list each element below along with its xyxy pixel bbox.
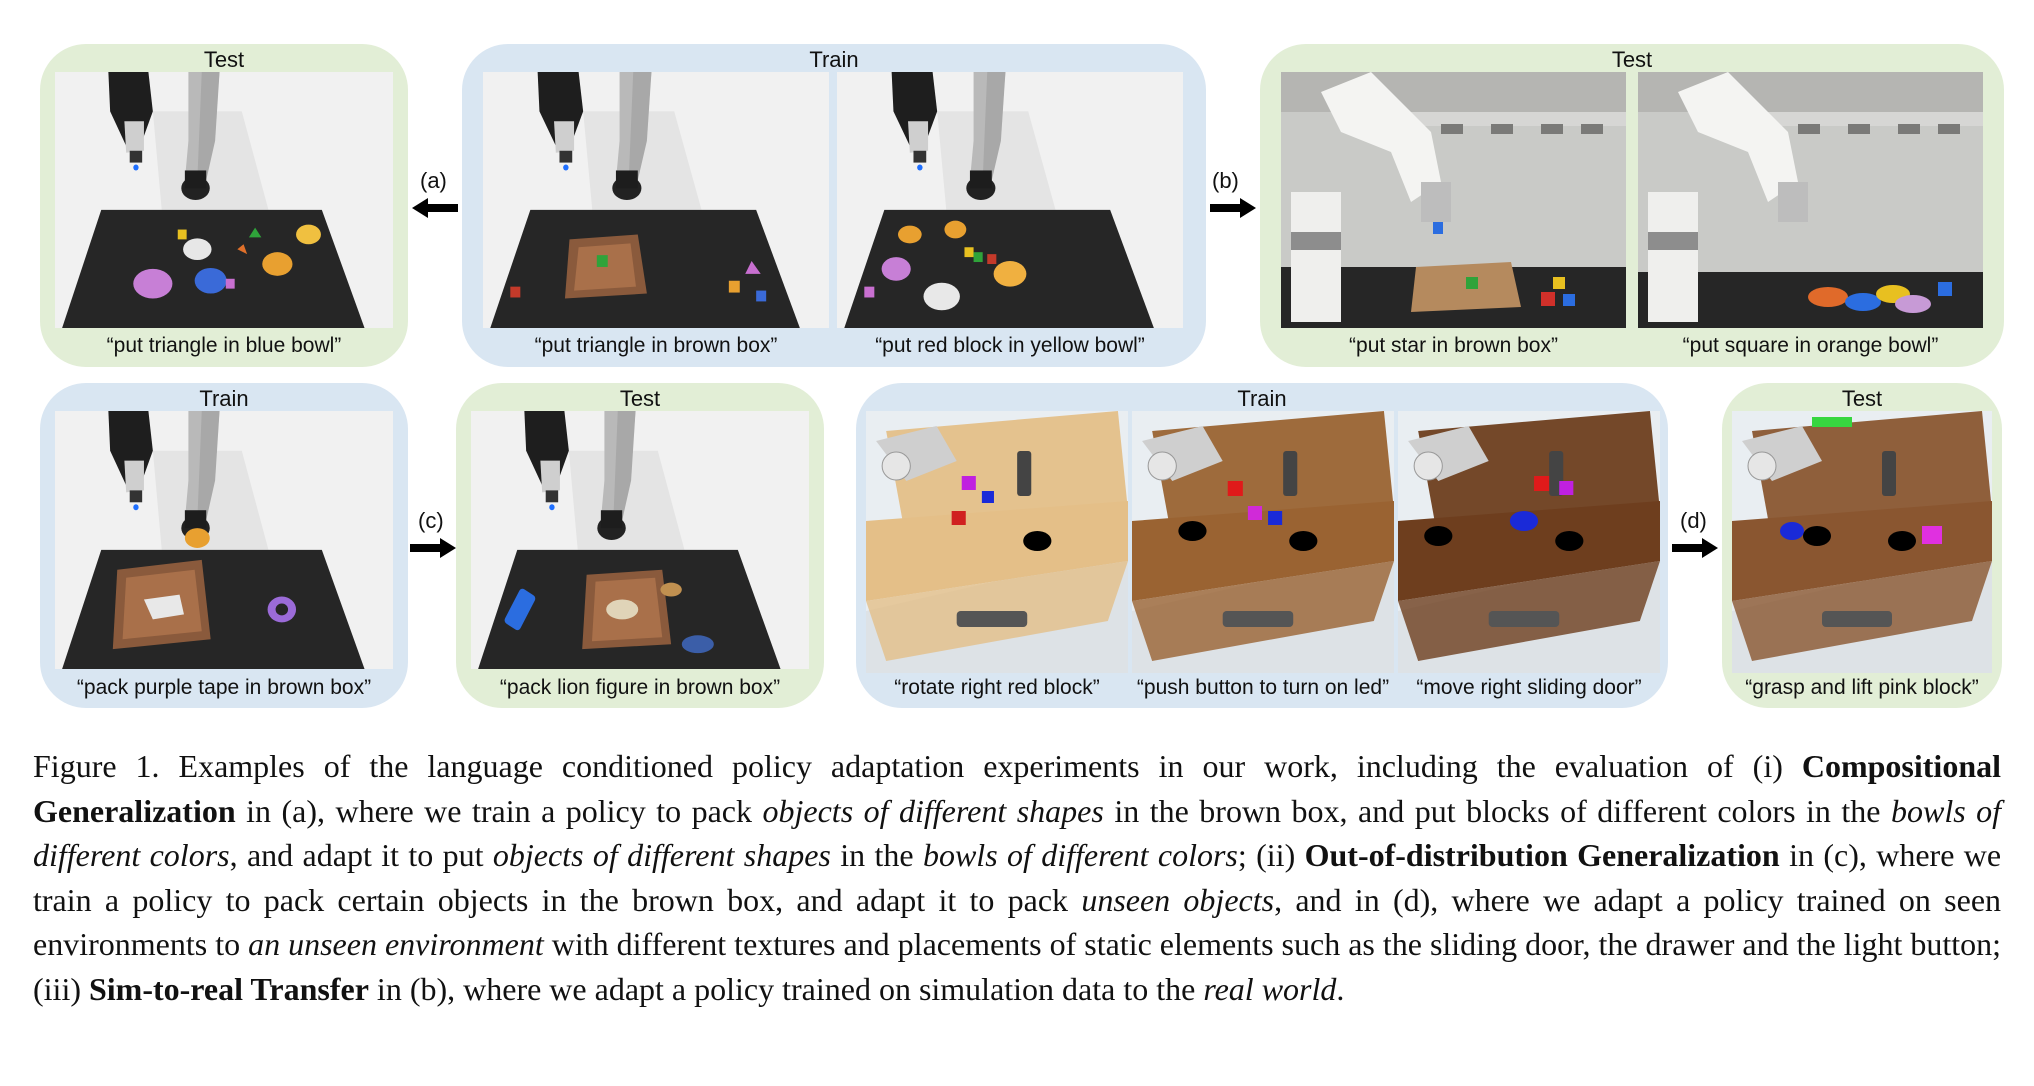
panel-title: Train <box>809 47 859 72</box>
caption-italic: objects of different shapes <box>492 837 831 873</box>
caption-italic: objects of different shapes <box>762 792 1104 829</box>
caption-text: in the brown box, and put blocks of diff… <box>1103 792 1891 829</box>
caption-italic: bowls of different colors <box>33 792 2002 874</box>
right-arrow-icon <box>410 538 456 558</box>
panel-caption: “pack purple tape in brown box” <box>76 676 372 699</box>
panel-d-train: Train “rotate right red block” “push but… <box>856 383 1668 708</box>
caption-bold: Sim-to-real Transfer <box>88 970 369 1007</box>
arrow-label-a: (a) <box>420 168 447 193</box>
right-arrow-icon <box>1210 198 1256 218</box>
right-arrow-icon <box>1672 538 1718 558</box>
sim-scene-image <box>866 411 1128 673</box>
caption-text: in (c), where we train a policy to pack … <box>33 837 2002 918</box>
sim-scene-image <box>1132 411 1394 673</box>
panel-c-test: Test “pack lion figure in brown box” <box>456 383 824 708</box>
sim-scene-image <box>483 72 829 328</box>
caption-text: in the <box>830 837 923 873</box>
panel-title: Test <box>1611 47 1653 72</box>
figure-caption: Figure 1. Examples of the language condi… <box>33 744 2001 1011</box>
caption-italic: real world <box>1203 970 1337 1007</box>
caption-italic: an unseen environment <box>248 926 544 962</box>
caption-italic: unseen objects <box>1081 881 1275 918</box>
real-world-photo <box>1281 72 1626 328</box>
caption-text: in (a), where we train a policy to pack <box>235 792 763 829</box>
panel-d-test: Test “grasp and lift pink block” <box>1722 383 2002 708</box>
caption-text: in (b), where we adapt a policy trained … <box>368 970 1204 1007</box>
panel-caption: “put triangle in blue bowl” <box>106 334 342 357</box>
sim-scene-image <box>55 72 393 328</box>
panel-caption: “put star in brown box” <box>1349 334 1558 357</box>
panel-caption: “put red block in yellow bowl” <box>875 334 1145 357</box>
caption-text: , and adapt it to put <box>229 837 493 873</box>
panel-caption: “put square in orange bowl” <box>1682 334 1939 357</box>
caption-bold: Out-of-distribution Generalization <box>1304 837 1780 873</box>
panel-c-train: Train “pack purple tape in brown box” <box>40 383 408 708</box>
panel-title: Test <box>619 386 661 411</box>
panel-caption: “rotate right red block” <box>894 676 1100 699</box>
caption-text: ; (ii) <box>1237 837 1305 873</box>
arrow-label-c: (c) <box>418 508 444 533</box>
panel-ab-train: Train “put triangle in brown box” “put <box>462 44 1206 367</box>
panel-title: Test <box>1841 386 1883 411</box>
panel-caption: “move right sliding door” <box>1416 676 1642 699</box>
arrow-label-d: (d) <box>1680 508 1707 533</box>
panel-b-test: Test <box>1260 44 2004 367</box>
sim-scene-image <box>837 72 1183 328</box>
panel-title: Test <box>203 47 245 72</box>
panel-title: Train <box>199 386 249 411</box>
caption-text: , and in (d), where we adapt a policy tr… <box>33 881 2002 963</box>
panel-caption: “push button to turn on led” <box>1136 676 1390 699</box>
caption-text: . <box>1336 970 1345 1007</box>
panel-a-test: Test “put triangle in blue bowl” <box>40 44 408 367</box>
caption-bold: Compositional Generalization <box>33 748 2001 829</box>
sim-scene-image <box>471 411 809 669</box>
sim-scene-image <box>55 411 393 669</box>
panel-caption: “pack lion figure in brown box” <box>499 676 781 699</box>
left-arrow-icon <box>412 198 458 218</box>
caption-italic: bowls of different colors <box>922 837 1238 873</box>
real-world-photo <box>1638 72 1983 328</box>
panel-caption: “put triangle in brown box” <box>534 334 778 357</box>
arrow-label-b: (b) <box>1212 168 1239 193</box>
sim-scene-image <box>1398 411 1660 673</box>
panel-title: Train <box>1237 386 1287 411</box>
panel-caption: “grasp and lift pink block” <box>1745 676 1979 699</box>
caption-text: with different textures and placements o… <box>33 926 2001 1007</box>
sim-scene-image <box>1732 411 1992 673</box>
caption-text: Figure 1. Examples of the language condi… <box>33 748 1802 784</box>
